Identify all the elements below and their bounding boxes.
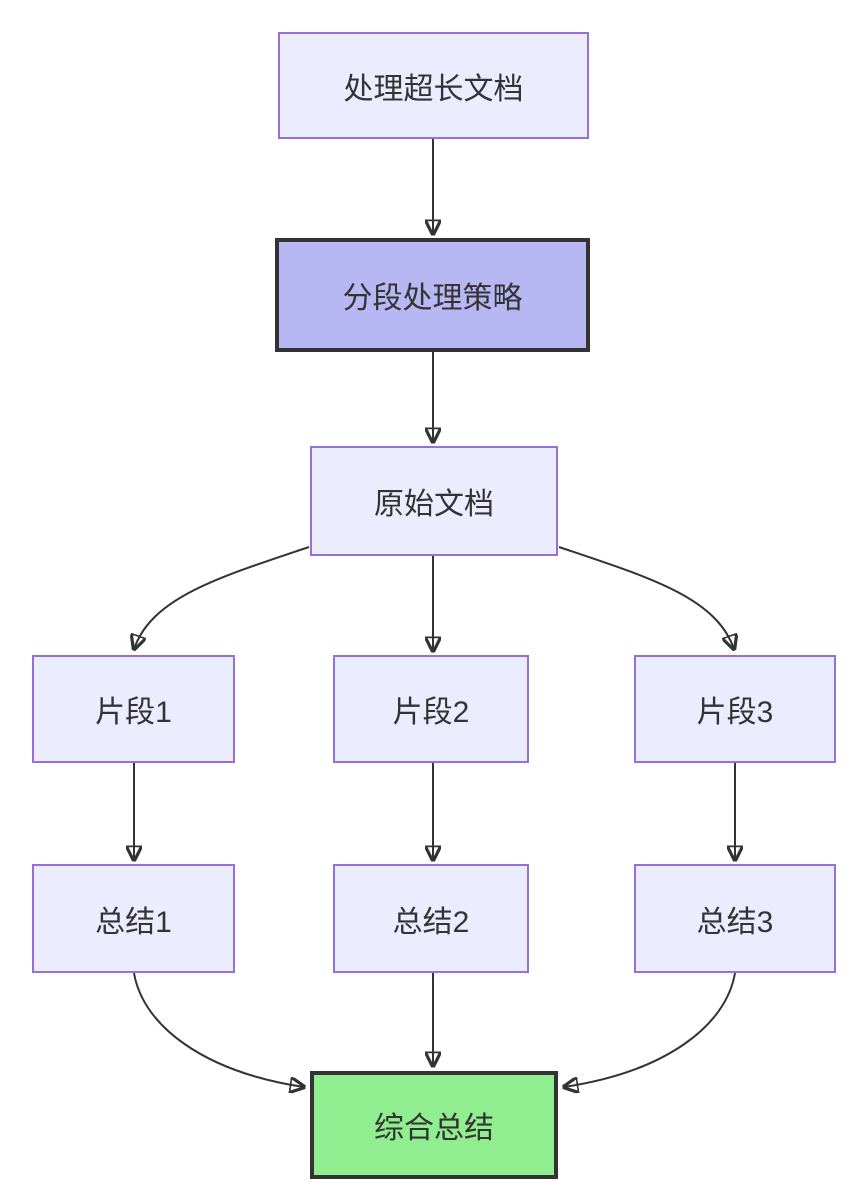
- node-original-doc: 原始文档: [310, 446, 558, 556]
- node-summary1: 总结1: [32, 864, 235, 973]
- node-fragment3: 片段3: [634, 655, 836, 763]
- node-fragment2: 片段2: [333, 655, 529, 763]
- edge-summary1-to-combined: [133, 972, 304, 1087]
- node-label: 片段2: [392, 696, 470, 729]
- edge-summary3-to-combined: [564, 972, 736, 1087]
- node-label: 总结3: [696, 905, 774, 939]
- node-fragment1: 片段1: [32, 655, 235, 763]
- node-label: 综合总结: [374, 1112, 494, 1145]
- node-summary3: 总结3: [634, 864, 836, 973]
- node-combined-summary: 综合总结: [310, 1071, 558, 1179]
- node-label: 总结2: [392, 905, 470, 939]
- node-label: 总结1: [95, 905, 172, 939]
- edge-original-to-fragment1: [134, 546, 310, 649]
- node-label: 原始文档: [374, 488, 494, 521]
- node-label: 分段处理策略: [342, 282, 523, 315]
- node-label: 处理超长文档: [343, 72, 524, 106]
- node-summary2: 总结2: [333, 864, 529, 973]
- node-segmentation-strategy: 分段处理策略: [275, 238, 590, 352]
- node-label: 片段3: [696, 696, 774, 729]
- edge-original-to-fragment3: [558, 546, 734, 649]
- node-process-long-doc: 处理超长文档: [278, 32, 589, 139]
- node-label: 片段1: [95, 696, 172, 729]
